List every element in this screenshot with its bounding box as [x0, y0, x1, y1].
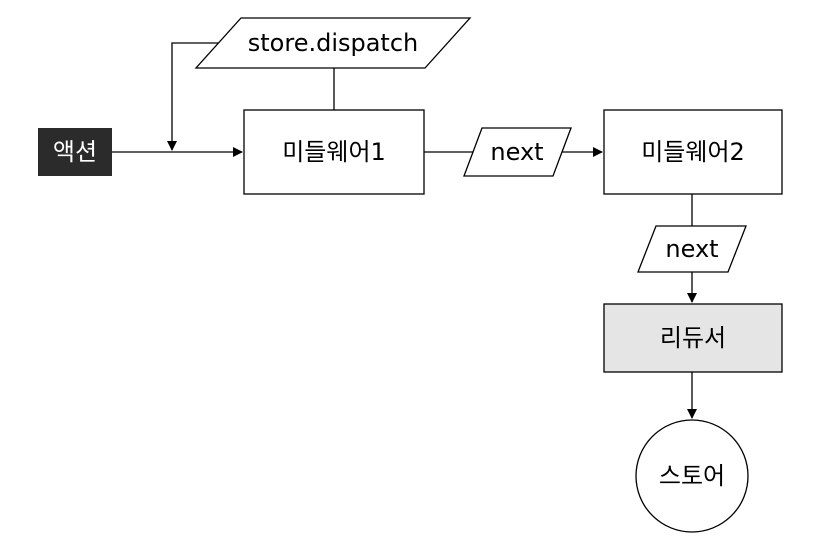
- middleware2-box: [603, 109, 783, 195]
- reducer-label: 리듀서: [660, 324, 726, 352]
- node-dispatch: store.dispatch: [194, 17, 472, 69]
- store-circle: [635, 419, 749, 533]
- next2-shape: [637, 225, 747, 273]
- node-middleware2: 미들웨어2: [603, 109, 783, 195]
- node-action: 액션: [38, 128, 112, 176]
- node-next2: next: [637, 225, 747, 273]
- edges: [112, 42, 697, 419]
- reducer-box: [603, 303, 783, 373]
- store-label: 스토어: [659, 462, 725, 490]
- dispatch-label: store.dispatch: [248, 29, 419, 57]
- action-box: [38, 128, 112, 176]
- next2-label: next: [665, 235, 718, 263]
- action-label: 액션: [53, 138, 97, 166]
- dispatch-shape: [194, 17, 472, 69]
- node-reducer: 리듀서: [603, 303, 783, 373]
- middleware1-box: [243, 109, 425, 195]
- node-next1: next: [463, 127, 572, 177]
- node-middleware1: 미들웨어1: [243, 109, 425, 195]
- middleware1-label: 미들웨어1: [282, 138, 386, 166]
- edge-dispatch-to-action-line: [167, 42, 228, 151]
- next1-shape: [463, 127, 572, 177]
- middleware2-label: 미들웨어2: [641, 138, 745, 166]
- node-store: 스토어: [635, 419, 749, 533]
- next1-label: next: [490, 138, 543, 166]
